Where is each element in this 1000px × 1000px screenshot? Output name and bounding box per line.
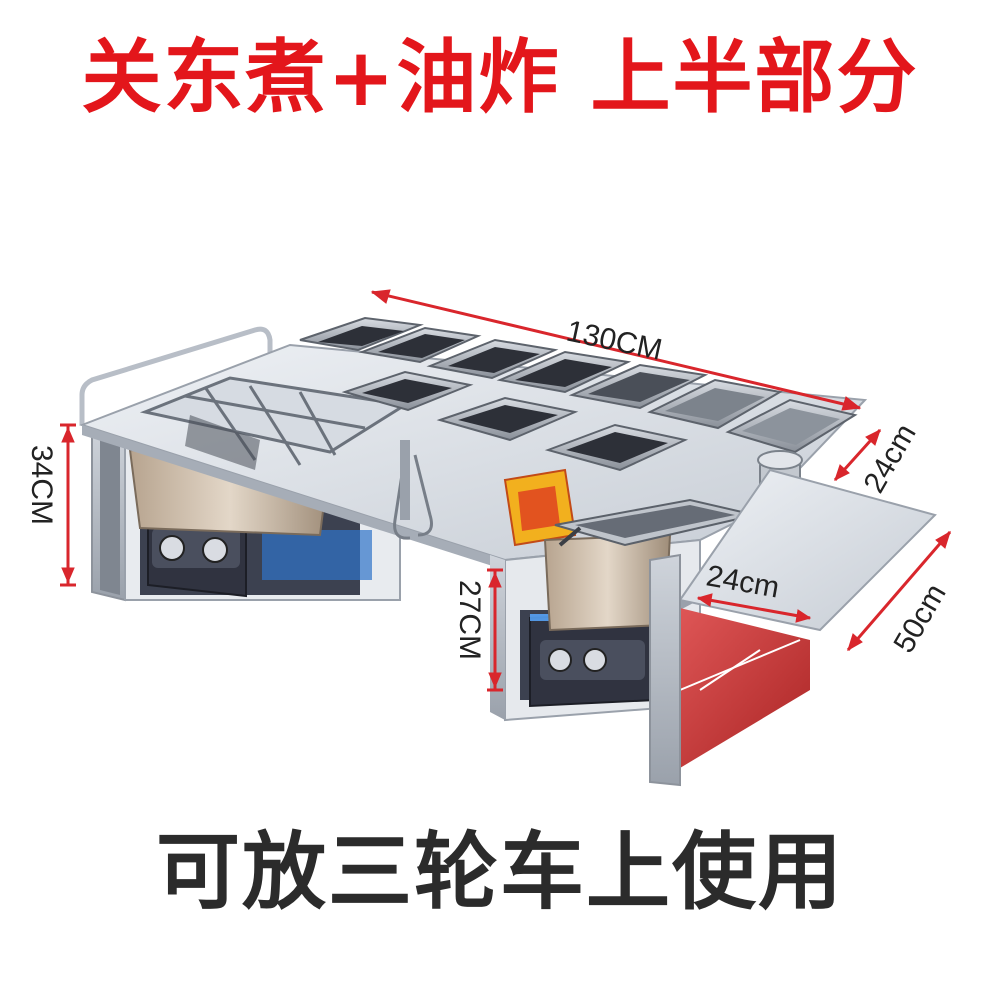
promo-card (503, 468, 577, 547)
headline-part-2: 上半部分 (590, 31, 919, 124)
tray-row-front (341, 370, 689, 472)
side-rail (79, 326, 273, 425)
dim-shelf-length-label: 50cm (887, 578, 952, 658)
tray-row-back (299, 316, 858, 454)
footer-caption: 可放三轮车上使用 (155, 823, 844, 921)
dimension-markers (60, 289, 952, 692)
dim-height-fryer-label: 27CM (453, 580, 486, 660)
oden-compartments (139, 376, 410, 470)
dim-height-left-label: 34CM (25, 445, 58, 525)
front-leg (400, 440, 681, 787)
dim-depth-top-label: 24cm (857, 418, 922, 498)
fryer (543, 498, 756, 632)
headline-part-1: 关东煮+油炸 (81, 31, 561, 124)
side-shelf (660, 468, 937, 780)
tongs (393, 454, 433, 540)
headline: 关东煮+油炸上半部分 (0, 38, 1000, 118)
